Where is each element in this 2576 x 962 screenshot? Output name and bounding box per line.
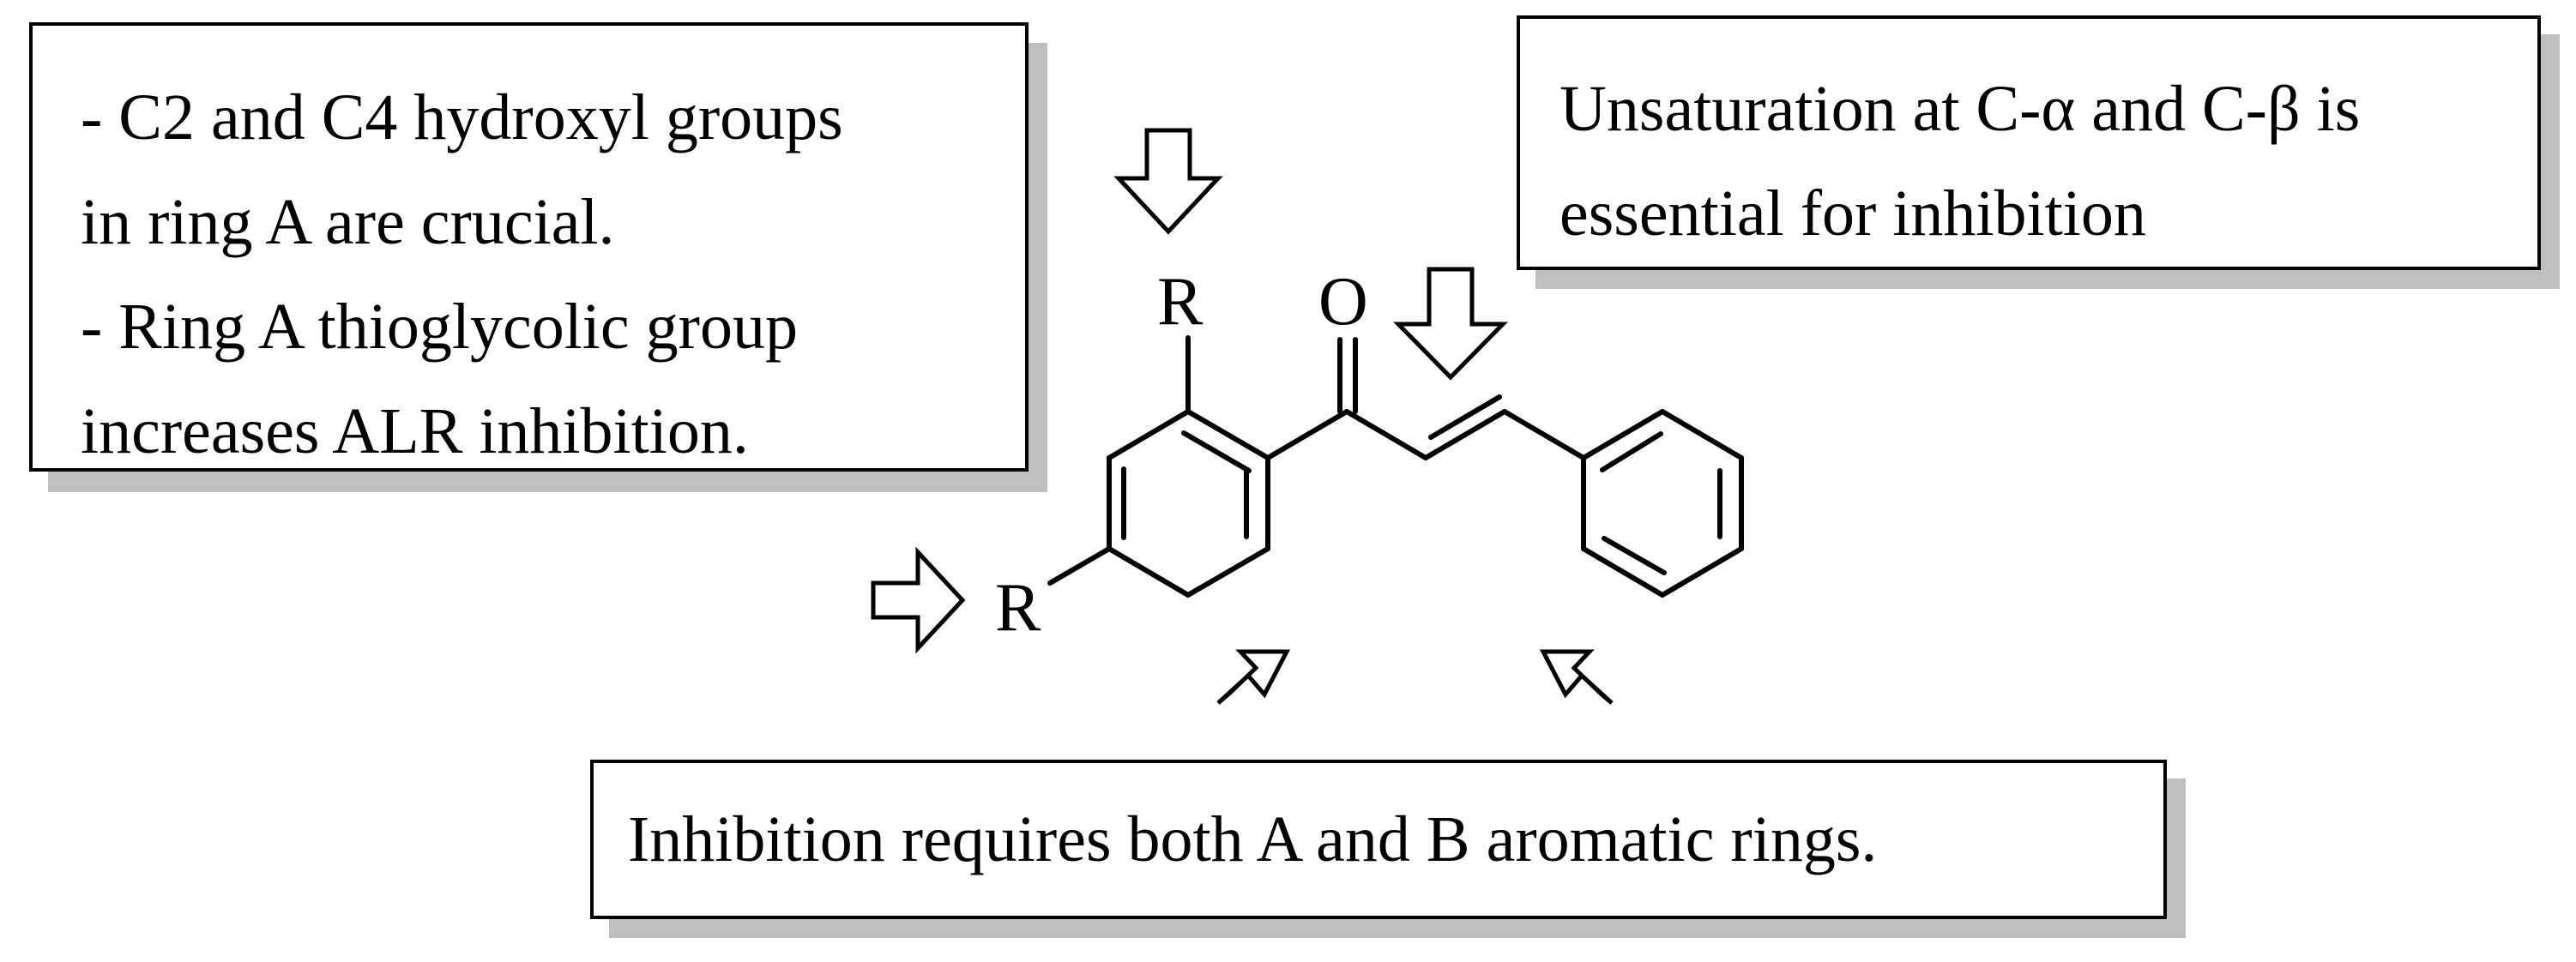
ring-b [1581, 409, 1744, 598]
bond-beta-ring-b [1502, 409, 1586, 460]
alpha-beta-bond-2 [1428, 394, 1502, 440]
arrow-down-icon [1113, 128, 1223, 235]
annotation-line: Unsaturation at C-α and C-β is [1559, 73, 2361, 145]
annotation-line: essential for inhibition [1559, 177, 2146, 250]
r-group-label: R [995, 570, 1041, 646]
annotation-line: increases ALR inhibition. [81, 395, 749, 467]
annotation-box-aromatic-rings: Inhibition requires both A and B aromati… [590, 760, 2167, 919]
oxygen-label: O [1318, 264, 1368, 340]
annotation-box-unsaturation: Unsaturation at C-α and C-β is essential… [1517, 15, 2541, 270]
arrow-right-icon [871, 546, 966, 654]
bond-c4-r [1047, 546, 1112, 586]
arrow-up-right-icon [1216, 649, 1291, 705]
alpha-beta-bond-1 [1423, 409, 1507, 460]
ring-a [1107, 409, 1270, 598]
annotation-line: Inhibition requires both A and B aromati… [628, 803, 1878, 875]
bond-ring-carbonyl [1265, 409, 1349, 460]
annotation-line: in ring A are crucial. [81, 186, 615, 258]
r-group-label: R [1157, 264, 1204, 340]
annotation-box-ring-a: - C2 and C4 hydroxyl groups in ring A ar… [29, 22, 1029, 472]
arrow-up-left-icon [1539, 649, 1614, 705]
bond-carbonyl-alpha [1344, 409, 1428, 460]
annotation-line: - Ring A thioglycolic group [81, 291, 798, 363]
arrow-down-icon [1393, 267, 1508, 381]
annotation-line: - C2 and C4 hydroxyl groups [81, 81, 843, 153]
